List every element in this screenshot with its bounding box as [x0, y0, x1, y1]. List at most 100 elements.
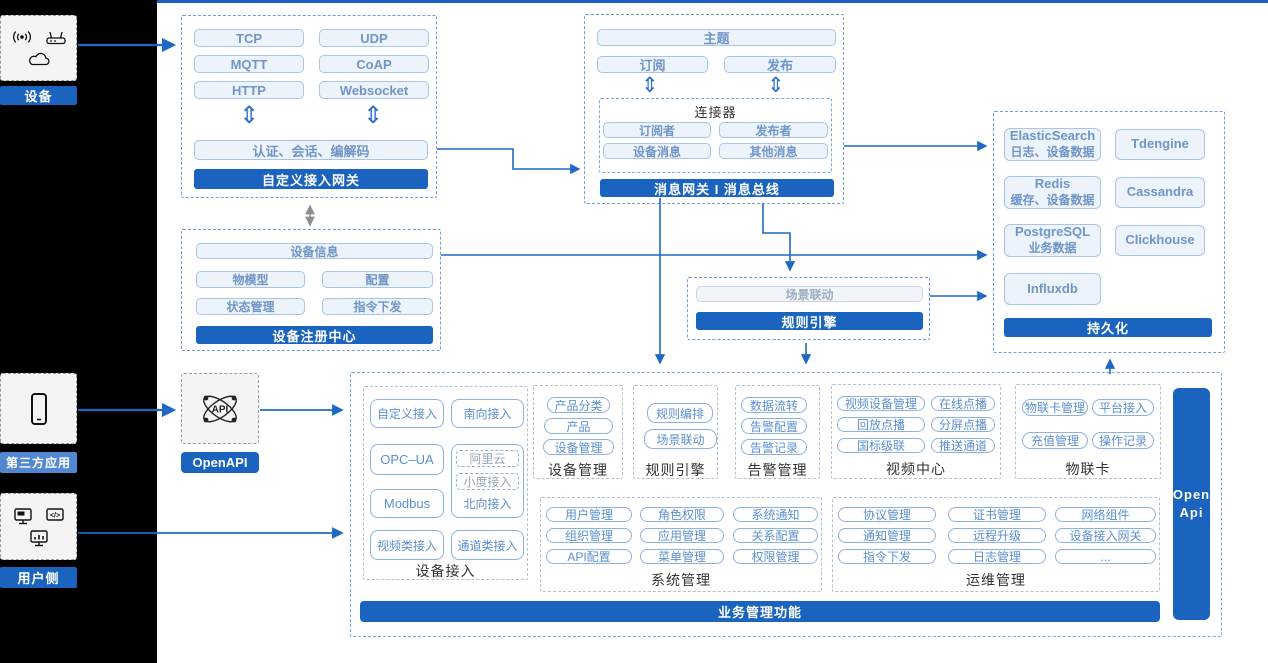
- playback-chip: 回放点播: [837, 417, 925, 432]
- connector-title: 连接器: [694, 105, 737, 120]
- split-screen-chip: 分屏点播: [931, 417, 995, 432]
- protocol-chip: MQTT: [194, 55, 304, 73]
- device-icons-row: [11, 29, 67, 45]
- db-name: Clickhouse: [1125, 232, 1195, 248]
- open-api-vertical-bar: Open Api: [1173, 388, 1210, 620]
- app-monitor-icon: [13, 507, 33, 525]
- rule-orchestration-chip: 规则编排: [647, 403, 713, 423]
- custom-access-chip: 自定义接入: [370, 399, 444, 428]
- protocol-chip: Websocket: [319, 81, 429, 99]
- auth-session-codec-chip: 认证、会话、编解码: [194, 140, 428, 160]
- openapi-box: API: [181, 373, 259, 444]
- command-chip: 指令下发: [322, 298, 433, 315]
- video-device-mgmt-chip: 视频设备管理: [837, 396, 925, 411]
- device-message-chip: 设备消息: [603, 143, 711, 159]
- user-side-label: 用户侧: [0, 567, 77, 588]
- data-flow-chip: 数据流转: [741, 397, 807, 413]
- rule-engine-title-bar: 规则引擎: [696, 312, 923, 330]
- db-name: Cassandra: [1126, 184, 1194, 200]
- db-chip-influxdb: Influxdb: [1004, 273, 1101, 305]
- protocol-chip: HTTP: [194, 81, 304, 99]
- wifi-router-icon: [45, 29, 67, 45]
- thing-model-chip: 物模型: [196, 271, 305, 288]
- db-chip-redis: Redis 缓存、设备数据: [1004, 176, 1101, 209]
- modbus-chip: Modbus: [370, 489, 444, 518]
- more-chip: ...: [1055, 549, 1156, 564]
- command-issue-chip: 指令下发: [838, 549, 936, 564]
- db-name: PostgreSQL: [1014, 224, 1091, 240]
- operation-record-chip: 操作记录: [1092, 432, 1154, 449]
- cert-mgmt-chip: 证书管理: [948, 507, 1046, 522]
- svg-text:API: API: [212, 404, 229, 415]
- message-bus-title-bar: 消息网关 I 消息总线: [600, 179, 834, 197]
- network-component-chip: 网络组件: [1055, 507, 1156, 522]
- open-api-line2: Api: [1179, 505, 1204, 520]
- config-chip: 配置: [322, 271, 433, 288]
- gb-cascade-chip: 国标级联: [837, 438, 925, 453]
- aliyun-chip: 阿里云: [456, 450, 519, 467]
- menu-mgmt-chip: 菜单管理: [640, 549, 724, 564]
- subscriber-chip: 订阅者: [603, 122, 711, 138]
- recharge-mgmt-chip: 充值管理: [1022, 432, 1088, 449]
- video-access-chip: 视频类接入: [370, 530, 444, 560]
- db-name: Tdengine: [1131, 136, 1189, 152]
- publish-chip: 发布: [724, 56, 836, 73]
- openapi-label: OpenAPI: [181, 452, 259, 473]
- chart-monitor-icon: [29, 529, 49, 547]
- notice-mgmt-chip: 通知管理: [838, 528, 936, 543]
- connector-box: [599, 98, 832, 173]
- device-info-chip: 设备信息: [196, 243, 433, 259]
- db-desc: 业务数据: [1028, 241, 1077, 256]
- db-chip-elasticsearch: ElasticSearch 日志、设备数据: [1004, 128, 1101, 161]
- db-name: Influxdb: [1027, 280, 1078, 296]
- topic-chip: 主题: [597, 29, 836, 46]
- updown-arrow-icon: ⇕: [363, 102, 384, 129]
- app-mgmt-chip: 应用管理: [640, 528, 724, 543]
- svg-text:</>: </>: [49, 512, 59, 519]
- updown-arrow-icon: ⇕: [239, 102, 260, 129]
- alarm-config-chip: 告警配置: [741, 418, 807, 434]
- db-name: Redis: [1034, 176, 1071, 192]
- device-icons-row2: [26, 51, 52, 67]
- registry-title-bar: 设备注册中心: [196, 326, 433, 344]
- system-notice-chip: 系统通知: [733, 507, 818, 522]
- code-window-icon: </>: [45, 507, 65, 525]
- business-title-bar: 业务管理功能: [360, 601, 1160, 622]
- video-center-label: 视频中心: [886, 461, 946, 477]
- platform-access-chip: 平台接入: [1092, 399, 1154, 416]
- updown-arrow-icon: ⇕: [767, 74, 785, 97]
- permission-mgmt-chip: 权限管理: [733, 549, 818, 564]
- wireless-signal-icon: [11, 29, 33, 45]
- relation-config-chip: 关系配置: [733, 528, 818, 543]
- remote-upgrade-chip: 远程升级: [948, 528, 1046, 543]
- protocol-chip: UDP: [319, 29, 429, 47]
- open-api-line1: Open: [1172, 486, 1211, 502]
- protocol-mgmt-chip: 协议管理: [838, 507, 936, 522]
- system-mgmt-label: 系统管理: [651, 572, 711, 588]
- gateway-title-bar: 自定义接入网关: [194, 169, 428, 189]
- alarm-record-chip: 告警记录: [741, 439, 807, 455]
- user-icons-row2: [29, 529, 49, 547]
- role-permission-chip: 角色权限: [640, 507, 724, 522]
- ops-mgmt-label: 运维管理: [966, 572, 1026, 588]
- user-icons-row: </>: [13, 507, 65, 525]
- protocol-chip: CoAP: [319, 55, 429, 73]
- other-message-chip: 其他消息: [719, 143, 828, 159]
- third-party-box: [0, 373, 77, 444]
- alarm-mgmt-label: 告警管理: [747, 462, 808, 478]
- device-access-gateway-chip: 设备接入网关: [1055, 528, 1156, 543]
- third-party-label: 第三方应用: [0, 452, 77, 473]
- smartphone-icon: [28, 392, 50, 426]
- api-config-chip: API配置: [546, 549, 632, 564]
- db-chip-clickhouse: Clickhouse: [1115, 225, 1205, 256]
- persistence-title-bar: 持久化: [1004, 318, 1212, 337]
- scene-linkage-chip: 场景联动: [696, 286, 923, 302]
- channel-access-chip: 通道类接入: [451, 530, 524, 560]
- status-mgmt-chip: 状态管理: [196, 298, 305, 315]
- scene-linkage-chip2: 场景联动: [644, 429, 717, 449]
- db-name: ElasticSearch: [1009, 128, 1096, 144]
- iot-card-mgmt-chip: 物联卡管理: [1022, 399, 1088, 416]
- device-mgmt-chip: 设备管理: [543, 439, 614, 455]
- publisher-chip: 发布者: [719, 122, 828, 138]
